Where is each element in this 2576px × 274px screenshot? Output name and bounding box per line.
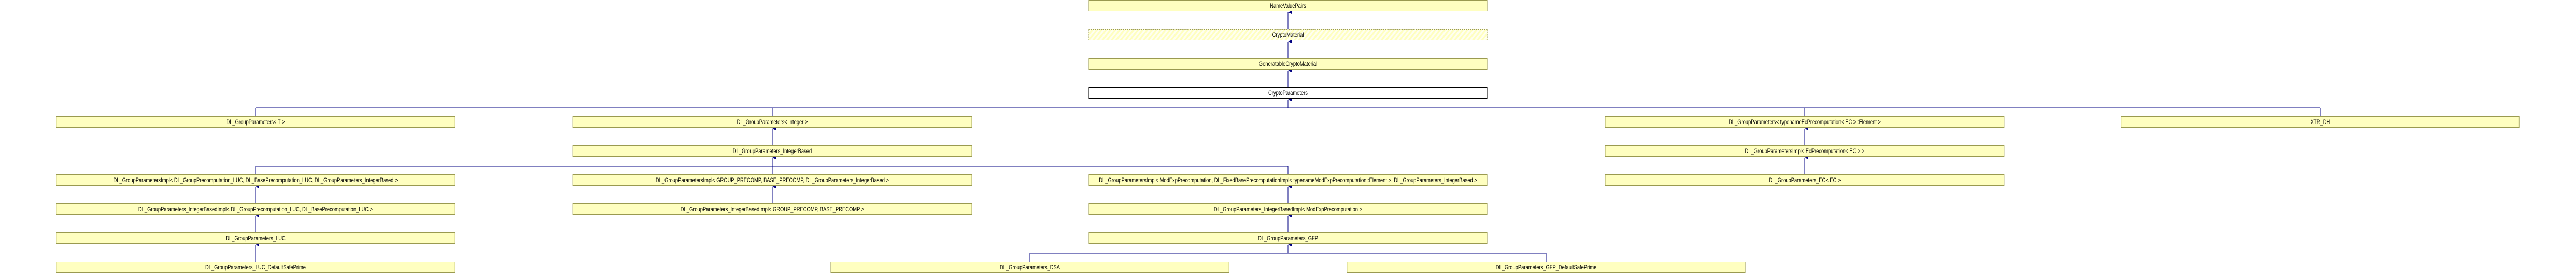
class-node-cryptoparameters[interactable]: CryptoParameters (1088, 87, 1488, 99)
class-node-dl-groupparameters-gfp[interactable]: DL_GroupParameters_GFP (1088, 232, 1488, 244)
class-label: DL_GroupParameters< typenameEcPrecomputa… (1729, 118, 1881, 126)
class-node-namevaluepairs[interactable]: NameValuePairs (1088, 0, 1488, 11)
class-node-impl-luc[interactable]: DL_GroupParametersImpl< DL_GroupPrecompu… (56, 174, 455, 186)
class-label: DL_GroupParameters_GFP_DefaultSafePrime (1495, 264, 1597, 271)
class-label: XTR_DH (2310, 118, 2330, 126)
class-label: DL_GroupParameters< T > (226, 118, 285, 126)
class-label: GeneratableCryptoMaterial (1258, 60, 1318, 67)
class-label: CryptoMaterial (1272, 31, 1304, 38)
class-node-impl-modexp[interactable]: DL_GroupParametersImpl< ModExpPrecomputa… (1088, 174, 1488, 186)
class-label: DL_GroupParametersImpl< EcPrecomputation… (1745, 147, 1865, 155)
class-node-intbasedimpl-modexp[interactable]: DL_GroupParameters_IntegerBasedImpl< Mod… (1088, 203, 1488, 215)
class-node-xtr-dh[interactable]: XTR_DH (2121, 116, 2520, 128)
class-label: DL_GroupParameters< Integer > (737, 118, 808, 126)
class-label: DL_GroupParameters_IntegerBasedImpl< DL_… (138, 206, 373, 213)
class-label: DL_GroupParameters_DSA (999, 264, 1060, 271)
class-node-dl-groupparameters-dsa[interactable]: DL_GroupParameters_DSA (830, 262, 1229, 273)
class-label: NameValuePairs (1270, 2, 1306, 9)
class-label: DL_GroupParameters_LUC (225, 235, 286, 242)
class-node-intbasedimpl-luc[interactable]: DL_GroupParameters_IntegerBasedImpl< DL_… (56, 203, 455, 215)
class-node-dl-groupparametersimpl-ecprecomp[interactable]: DL_GroupParametersImpl< EcPrecomputation… (1605, 145, 2005, 157)
class-label: DL_GroupParametersImpl< DL_GroupPrecompu… (113, 176, 398, 184)
class-label: CryptoParameters (1268, 89, 1308, 97)
class-label: DL_GroupParameters_LUC_DefaultSafePrime (205, 264, 306, 271)
class-label: DL_GroupParameters_EC< EC > (1768, 176, 1841, 184)
class-label: DL_GroupParametersImpl< ModExpPrecomputa… (1099, 176, 1477, 184)
class-node-dl-groupparameters-ec[interactable]: DL_GroupParameters_EC< EC > (1605, 174, 2005, 186)
class-label: DL_GroupParametersImpl< GROUP_PRECOMP, B… (655, 176, 889, 184)
class-node-impl-group-precomp[interactable]: DL_GroupParametersImpl< GROUP_PRECOMP, B… (572, 174, 972, 186)
class-node-dl-groupparameters-gfp-defaultsafeprime[interactable]: DL_GroupParameters_GFP_DefaultSafePrime (1347, 262, 1746, 273)
class-label: DL_GroupParameters_IntegerBased (732, 147, 812, 155)
class-node-dl-groupparameters-integerbased[interactable]: DL_GroupParameters_IntegerBased (572, 145, 972, 157)
class-node-dl-groupparameters-luc-defaultsafeprime[interactable]: DL_GroupParameters_LUC_DefaultSafePrime (56, 262, 455, 273)
class-node-dl-groupparameters-integer[interactable]: DL_GroupParameters< Integer > (572, 116, 972, 128)
class-node-intbasedimpl-group-precomp[interactable]: DL_GroupParameters_IntegerBasedImpl< GRO… (572, 203, 972, 215)
class-node-cryptomaterial[interactable]: CryptoMaterial (1088, 29, 1488, 40)
class-label: DL_GroupParameters_IntegerBasedImpl< GRO… (680, 206, 865, 213)
class-label: DL_GroupParameters_IntegerBasedImpl< Mod… (1213, 206, 1363, 213)
class-node-dl-groupparameters-luc[interactable]: DL_GroupParameters_LUC (56, 232, 455, 244)
class-label: DL_GroupParameters_GFP (1257, 235, 1319, 242)
class-node-dl-groupparameters-t[interactable]: DL_GroupParameters< T > (56, 116, 455, 128)
class-node-dl-groupparameters-ecelement[interactable]: DL_GroupParameters< typenameEcPrecomputa… (1605, 116, 2005, 128)
class-node-generatablecryptomaterial[interactable]: GeneratableCryptoMaterial (1088, 58, 1488, 70)
